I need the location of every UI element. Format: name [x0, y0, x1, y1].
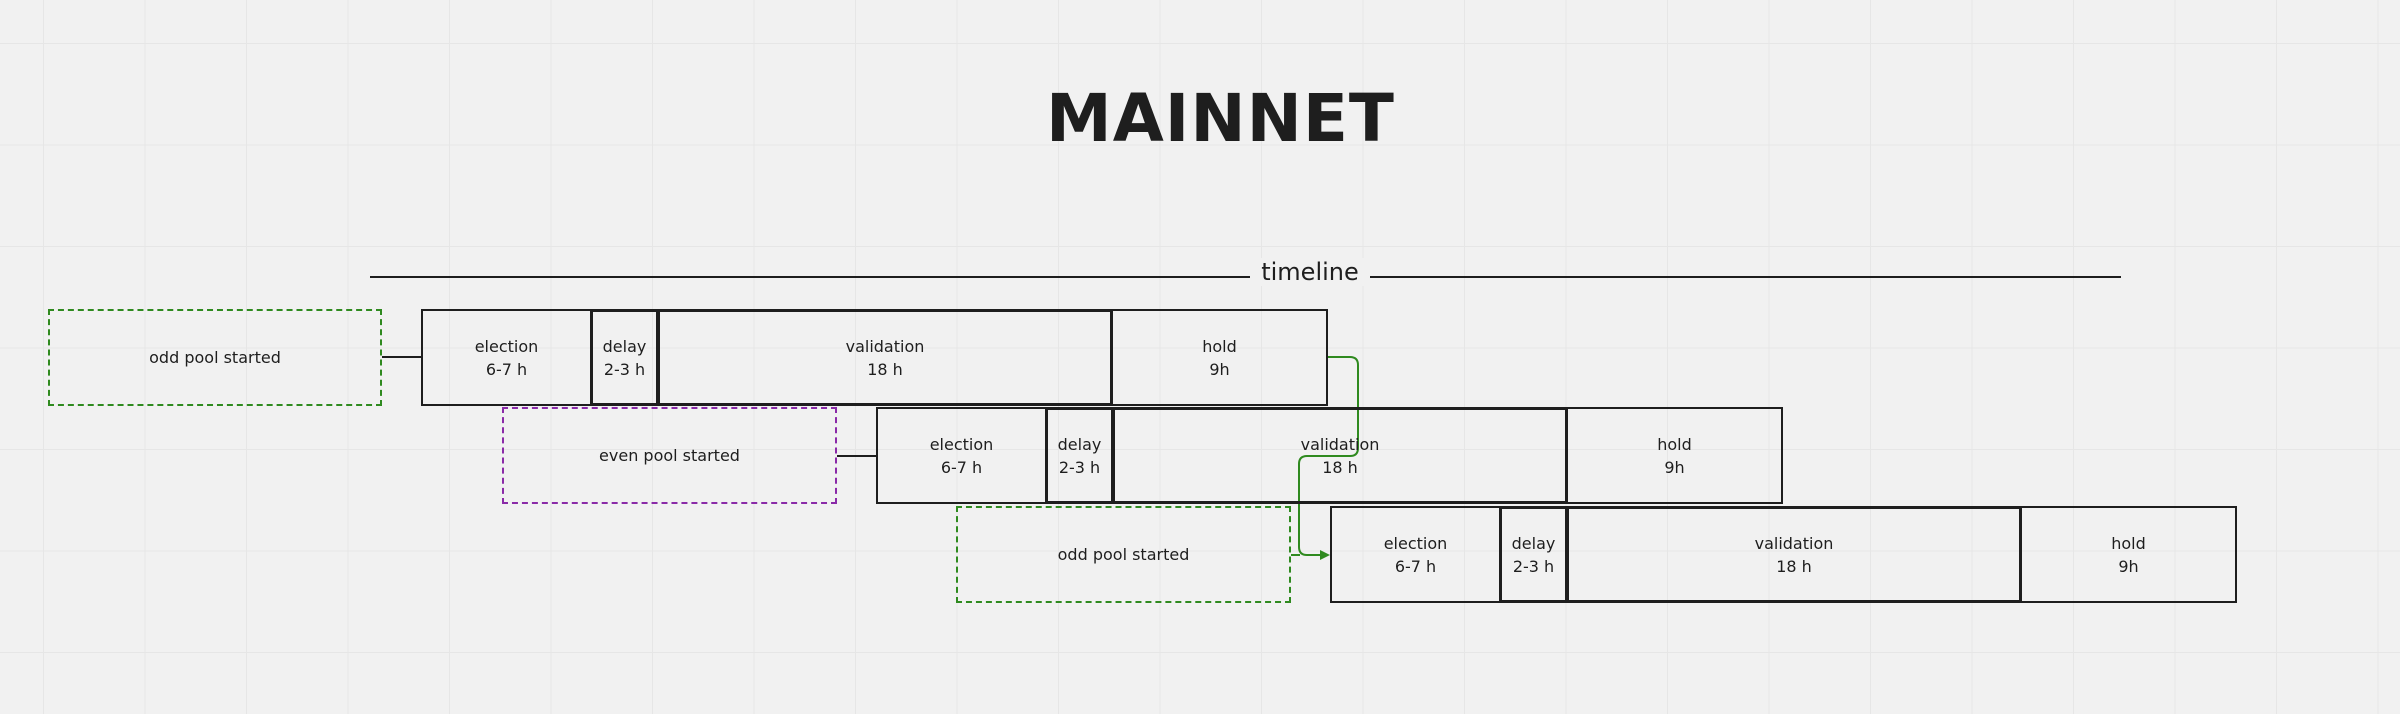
- phase-name: election: [474, 336, 539, 356]
- delay-phase-2: delay 2-3 h: [1045, 407, 1114, 504]
- phase-name: election: [929, 434, 994, 454]
- election-phase-2: election 6-7 h: [876, 407, 1047, 504]
- timeline-line-right: [1370, 276, 2121, 278]
- phase-name: hold: [1202, 336, 1237, 356]
- election-phase-1: election 6-7 h: [421, 309, 592, 406]
- validation-phase-3: validation 18 h: [1566, 506, 2022, 603]
- phase-name: hold: [1657, 434, 1692, 454]
- hold-phase-1: hold 9h: [1111, 309, 1328, 406]
- phase-duration: 2-3 h: [603, 359, 646, 379]
- election-phase-3: election 6-7 h: [1330, 506, 1501, 603]
- phase-duration: 9h: [1664, 457, 1685, 477]
- phase-name: validation: [845, 336, 925, 356]
- timeline-line-left: [370, 276, 1250, 278]
- pool-label: odd pool started: [1057, 545, 1190, 564]
- even-pool-started-box: even pool started: [502, 407, 837, 504]
- validation-phase-2: validation 18 h: [1112, 407, 1568, 504]
- phase-duration: 6-7 h: [940, 457, 983, 477]
- phase-name: election: [1383, 533, 1448, 553]
- phase-duration: 9h: [2118, 556, 2139, 576]
- phase-name: hold: [2111, 533, 2146, 553]
- phase-name: validation: [1754, 533, 1834, 553]
- phase-duration: 6-7 h: [1394, 556, 1437, 576]
- phase-duration: 18 h: [1322, 457, 1358, 477]
- delay-phase-1: delay 2-3 h: [590, 309, 659, 406]
- phase-duration: 2-3 h: [1058, 457, 1101, 477]
- delay-phase-3: delay 2-3 h: [1499, 506, 1568, 603]
- phase-duration: 6-7 h: [485, 359, 528, 379]
- timeline-label: timeline: [1250, 258, 1370, 286]
- diagram-title: MAINNET: [1046, 80, 1395, 157]
- hold-phase-3: hold 9h: [2020, 506, 2237, 603]
- phase-duration: 18 h: [1776, 556, 1812, 576]
- pool-label: even pool started: [599, 446, 740, 465]
- hold-phase-2: hold 9h: [1566, 407, 1783, 504]
- odd-pool-started-box-1: odd pool started: [48, 309, 382, 406]
- phase-duration: 2-3 h: [1512, 556, 1555, 576]
- phase-name: delay: [1057, 434, 1102, 454]
- pool-label: odd pool started: [149, 348, 281, 367]
- phase-name: delay: [1511, 533, 1556, 553]
- odd-pool-started-box-2: odd pool started: [956, 506, 1291, 603]
- validation-phase-1: validation 18 h: [657, 309, 1113, 406]
- phase-duration: 9h: [1209, 359, 1230, 379]
- phase-name: validation: [1300, 434, 1380, 454]
- phase-duration: 18 h: [867, 359, 903, 379]
- phase-name: delay: [602, 336, 647, 356]
